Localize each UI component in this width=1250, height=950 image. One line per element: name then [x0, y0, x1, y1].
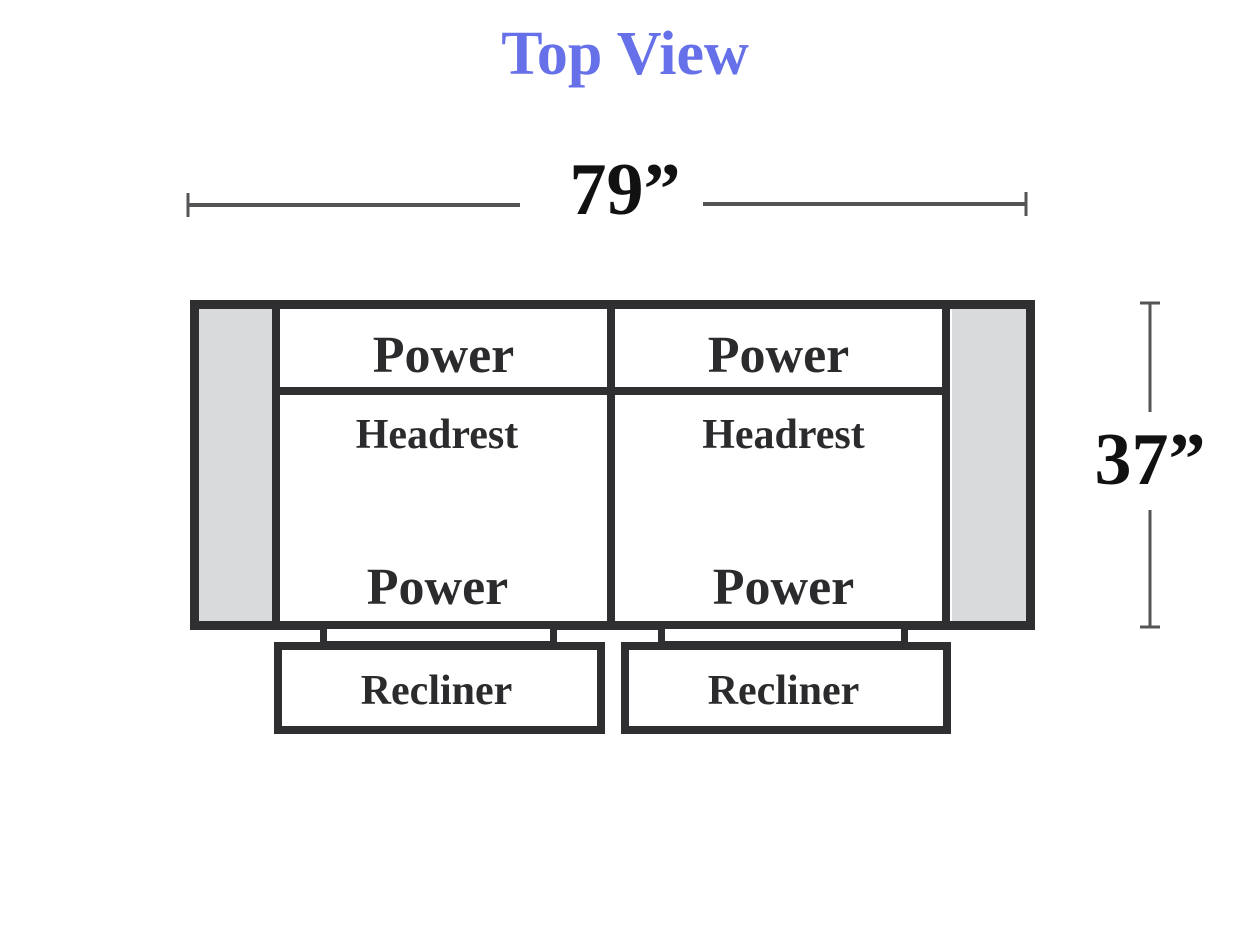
seat-2-recliner-footrest: [621, 642, 951, 734]
seat-2-top-power-label: Power: [707, 327, 850, 384]
seat-2-recliner-label: Recliner: [707, 668, 860, 714]
seat-1-recliner-footrest: [274, 642, 605, 734]
seat-1-bottom-power-label: Power: [366, 559, 509, 616]
seat-1-top-power-label: Power: [372, 327, 515, 384]
seat-2-headrest-label: Headrest: [702, 412, 865, 458]
depth-dimension-label: 37”: [1094, 419, 1206, 501]
right-arm: [952, 309, 1026, 621]
diagram-title: Top View: [501, 20, 749, 88]
width-dimension-label: 79”: [569, 149, 681, 231]
seat-1-headrest-label: Headrest: [355, 412, 519, 458]
left-arm: [199, 309, 272, 621]
seat-1-recliner-label: Recliner: [360, 668, 513, 714]
seat-2-bottom-power-label: Power: [712, 559, 855, 616]
